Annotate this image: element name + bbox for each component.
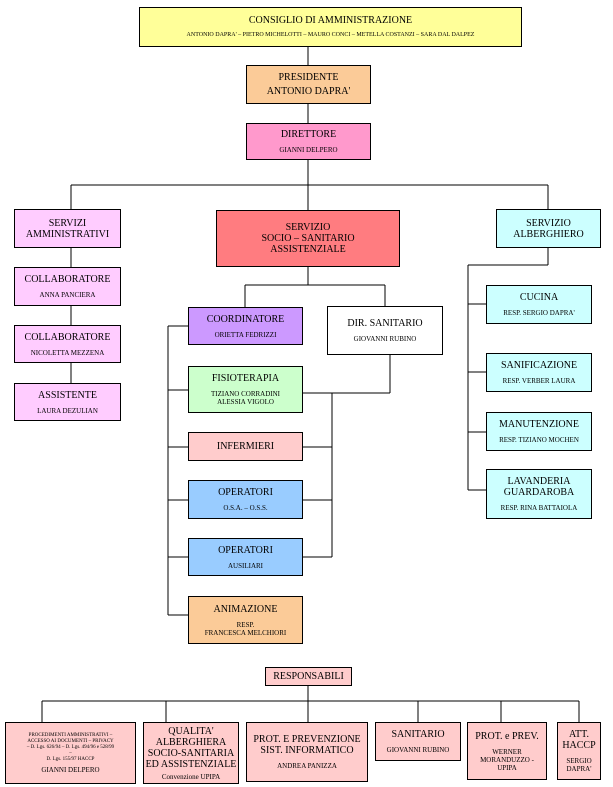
operatori-ausiliari-box: OPERATORI AUSILIARI bbox=[188, 538, 303, 576]
collaboratore-2-name: NICOLETTA MEZZENA bbox=[30, 348, 105, 357]
resp-sanitario-box: SANITARIO GIOVANNI RUBINO bbox=[375, 722, 461, 761]
resp-qualita-name: Convenzione UPIPA bbox=[161, 772, 221, 781]
dir-sanitario-title: DIR. SANITARIO bbox=[347, 318, 423, 329]
lavanderia-name: RESP. RINA BATTAIOLA bbox=[500, 504, 578, 512]
fisioterapia-box: FISIOTERAPIA TIZIANO CORRADINI ALESSIA V… bbox=[188, 366, 303, 413]
collaboratore-1-box: COLLABORATORE ANNA PANCIERA bbox=[14, 267, 121, 306]
dir-sanitario-name: GIOVANNI RUBINO bbox=[353, 335, 417, 343]
infermieri-title: INFERMIERI bbox=[216, 441, 275, 452]
resp-procedimenti-name: GIANNI DELPERO bbox=[41, 765, 100, 774]
fisioterapia-name: TIZIANO CORRADINI ALESSIA VIGOLO bbox=[210, 390, 281, 406]
cucina-name: RESP. SERGIO DAPRA' bbox=[503, 309, 575, 317]
resp-haccp-title: ATT. HACCP bbox=[562, 729, 596, 751]
fisioterapia-title: FISIOTERAPIA bbox=[211, 373, 280, 384]
direttore-title: DIRETTORE bbox=[280, 129, 337, 140]
collaboratore-2-box: COLLABORATORE NICOLETTA MEZZENA bbox=[14, 325, 121, 363]
resp-prot-sist-name: ANDREA PANIZZA bbox=[277, 762, 337, 770]
resp-qualita-box: QUALITA' ALBERGHIERA SOCIO-SANITARIA ED … bbox=[143, 722, 239, 784]
collaboratore-1-name: ANNA PANCIERA bbox=[39, 291, 96, 299]
servizi-amministrativi-title: SERVIZI AMMINISTRATIVI bbox=[25, 217, 110, 240]
sanificazione-name: RESP. VERBER LAURA bbox=[502, 377, 576, 385]
consiglio-box: CONSIGLIO DI AMMINISTRAZIONE ANTONIO DAP… bbox=[139, 7, 522, 47]
collaboratore-2-title: COLLABORATORE bbox=[24, 331, 111, 343]
servizio-alberghiero-box: SERVIZIO ALBERGHIERO bbox=[496, 209, 601, 248]
presidente-box: PRESIDENTE ANTONIO DAPRA' bbox=[246, 65, 371, 104]
resp-haccp-name: SERGIO DAPRA' bbox=[566, 757, 592, 773]
animazione-box: ANIMAZIONE RESP. FRANCESCA MELCHIORI bbox=[188, 596, 303, 644]
cucina-title: CUCINA bbox=[519, 292, 559, 303]
resp-prot-prev-name: WERNER MORANDUZZO - UPIPA bbox=[480, 747, 534, 772]
resp-prot-sist-title: PROT. E PREVENZIONE SIST. INFORMATICO bbox=[253, 734, 361, 756]
manutenzione-name: RESP. TIZIANO MOCHEN bbox=[499, 436, 579, 444]
direttore-box: DIRETTORE GIANNI DELPERO bbox=[246, 123, 371, 160]
collaboratore-1-title: COLLABORATORE bbox=[24, 274, 111, 285]
operatori-ausiliari-name: AUSILIARI bbox=[228, 561, 263, 570]
lavanderia-title: LAVANDERIA GUARDAROBA bbox=[503, 476, 575, 498]
lavanderia-box: LAVANDERIA GUARDAROBA RESP. RINA BATTAIO… bbox=[486, 469, 592, 519]
servizio-alberghiero-title: SERVIZIO ALBERGHIERO bbox=[513, 217, 584, 240]
manutenzione-title: MANUTENZIONE bbox=[499, 419, 579, 430]
animazione-name: RESP. FRANCESCA MELCHIORI bbox=[204, 620, 287, 637]
resp-sanitario-title: SANITARIO bbox=[391, 729, 445, 740]
consiglio-title: CONSIGLIO DI AMMINISTRAZIONE bbox=[248, 15, 413, 26]
resp-sanitario-name: GIOVANNI RUBINO bbox=[386, 746, 450, 754]
resp-procedimenti-text: PROCEDIMENTI AMMINISTRATIVI – ACCESSO AI… bbox=[26, 732, 115, 762]
resp-prot-sist-box: PROT. E PREVENZIONE SIST. INFORMATICO AN… bbox=[246, 722, 368, 782]
resp-prot-prev-box: PROT. e PREV. WERNER MORANDUZZO - UPIPA bbox=[467, 722, 547, 780]
infermieri-box: INFERMIERI bbox=[188, 432, 303, 461]
operatori-osa-name: O.S.A. – O.S.S. bbox=[223, 504, 268, 512]
consiglio-members: ANTONIO DAPRA' – PIETRO MICHELOTTI – MAU… bbox=[186, 32, 475, 38]
coordinatore-title: COORDINATORE bbox=[206, 313, 285, 325]
servizio-socio-box: SERVIZIO SOCIO – SANITARIO ASSISTENZIALE bbox=[216, 210, 400, 267]
animazione-title: ANIMAZIONE bbox=[213, 603, 278, 615]
assistente-name: LAURA DEZULIAN bbox=[37, 406, 98, 415]
presidente-title: PRESIDENTE bbox=[278, 72, 339, 83]
servizi-amministrativi-box: SERVIZI AMMINISTRATIVI bbox=[14, 209, 121, 248]
servizio-socio-title: SERVIZIO SOCIO – SANITARIO ASSISTENZIALE bbox=[261, 222, 355, 255]
presidente-name: ANTONIO DAPRA' bbox=[266, 86, 351, 97]
sanificazione-box: SANIFICAZIONE RESP. VERBER LAURA bbox=[486, 353, 592, 392]
dir-sanitario-box: DIR. SANITARIO GIOVANNI RUBINO bbox=[327, 306, 443, 355]
manutenzione-box: MANUTENZIONE RESP. TIZIANO MOCHEN bbox=[486, 412, 592, 451]
operatori-osa-box: OPERATORI O.S.A. – O.S.S. bbox=[188, 480, 303, 519]
operatori-osa-title: OPERATORI bbox=[218, 487, 273, 498]
coordinatore-box: COORDINATORE ORIETTA FEDRIZZI bbox=[188, 307, 303, 345]
operatori-ausiliari-title: OPERATORI bbox=[218, 544, 273, 556]
assistente-box: ASSISTENTE LAURA DEZULIAN bbox=[14, 383, 121, 421]
responsabili-title: RESPONSABILI bbox=[273, 671, 344, 682]
sanificazione-title: SANIFICAZIONE bbox=[500, 360, 578, 371]
resp-prot-prev-title: PROT. e PREV. bbox=[475, 730, 539, 742]
cucina-box: CUCINA RESP. SERGIO DAPRA' bbox=[486, 285, 592, 324]
assistente-title: ASSISTENTE bbox=[38, 389, 97, 401]
direttore-name: GIANNI DELPERO bbox=[279, 146, 338, 154]
resp-haccp-box: ATT. HACCP SERGIO DAPRA' bbox=[557, 722, 601, 780]
coordinatore-name: ORIETTA FEDRIZZI bbox=[214, 330, 277, 339]
resp-procedimenti-box: PROCEDIMENTI AMMINISTRATIVI – ACCESSO AI… bbox=[5, 722, 136, 784]
resp-qualita-title: QUALITA' ALBERGHIERA SOCIO-SANITARIA ED … bbox=[145, 725, 237, 770]
responsabili-box: RESPONSABILI bbox=[265, 667, 352, 686]
